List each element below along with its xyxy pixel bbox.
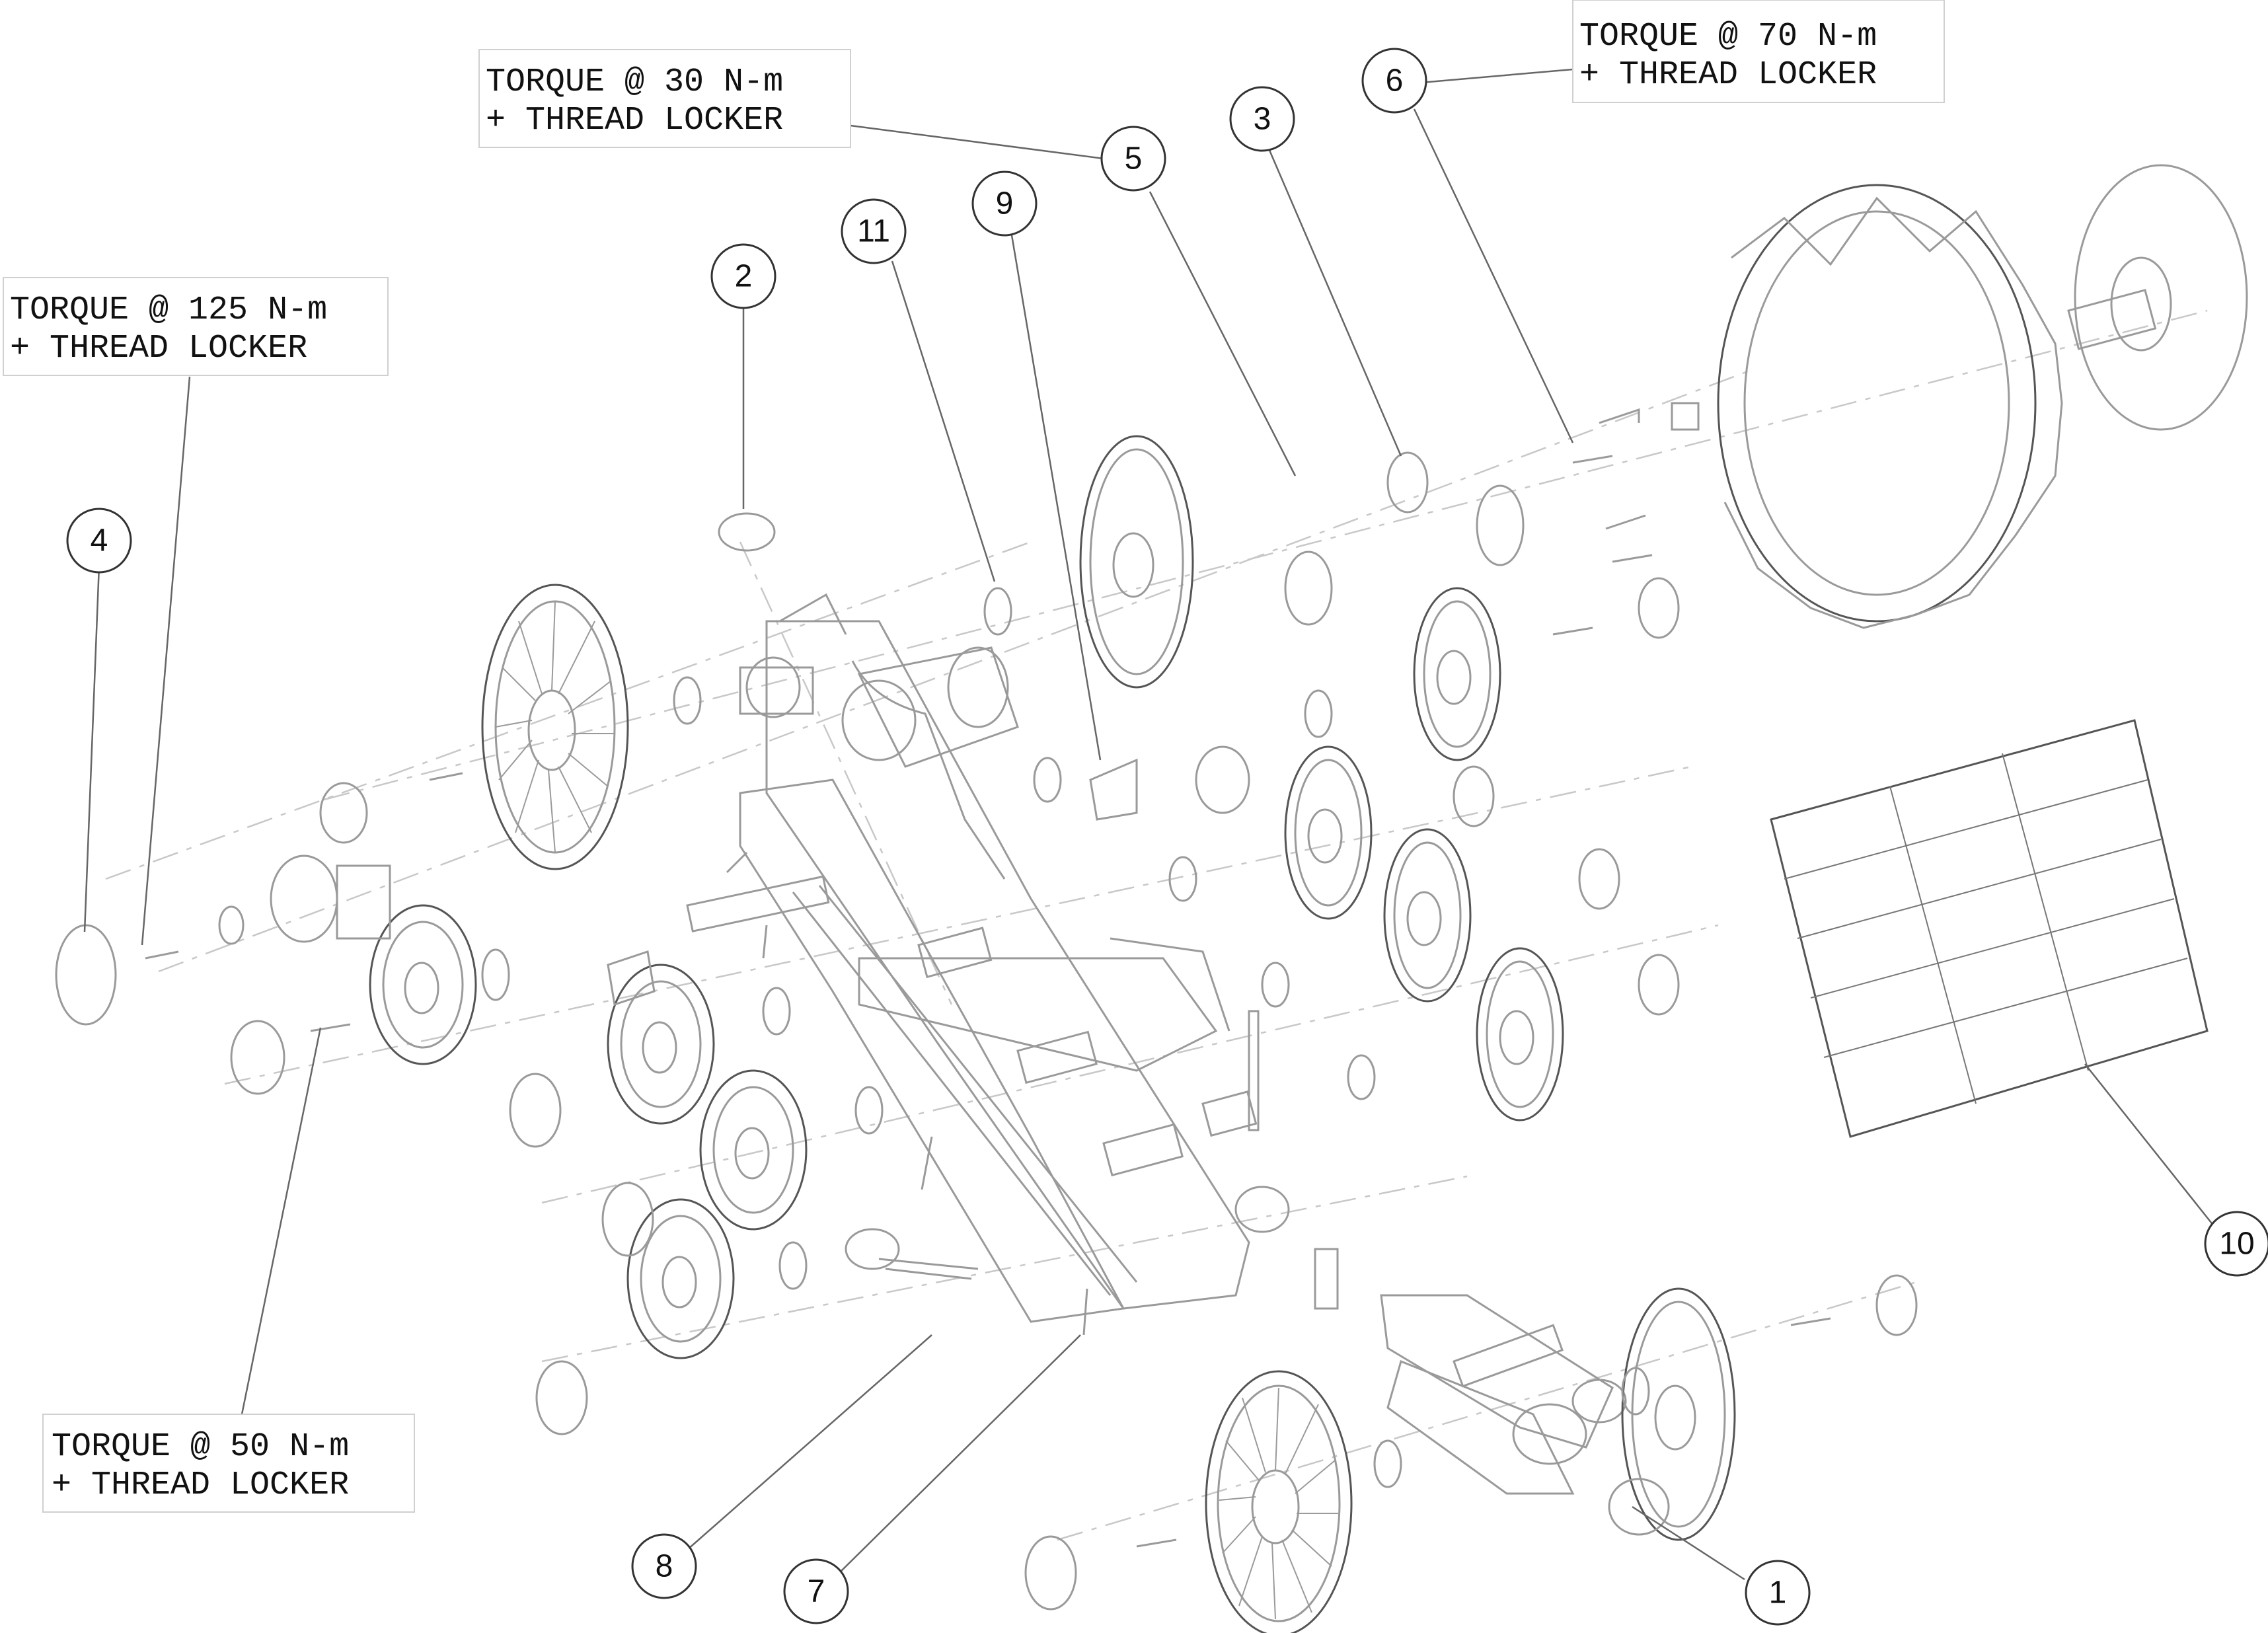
cross-shaft-housing xyxy=(686,646,1564,1388)
part-number: 11 xyxy=(857,214,890,249)
callout-line-2: + THREAD LOCKER xyxy=(10,330,307,367)
callout-line-2: + THREAD LOCKER xyxy=(486,102,783,139)
callout-box xyxy=(478,49,851,148)
callout-box xyxy=(3,277,389,376)
part-bubble-1: 1 xyxy=(1745,1560,1811,1626)
part-bubble-9: 9 xyxy=(971,171,1038,237)
explosion-axes xyxy=(105,309,2208,1541)
part-number: 5 xyxy=(1125,141,1143,176)
part-bubble-5: 5 xyxy=(1100,126,1166,192)
callout-line-1: TORQUE @ 30 N-m xyxy=(486,63,783,101)
callout-line-1: TORQUE @ 50 N-m xyxy=(52,1428,349,1466)
part-bubble-8: 8 xyxy=(631,1533,697,1599)
drive-sprocket xyxy=(1717,164,2248,629)
track-segment xyxy=(1770,719,2209,1138)
part-bubble-3: 3 xyxy=(1229,86,1295,152)
callout-torque-30: TORQUE @ 30 N-m + THREAD LOCKER xyxy=(478,49,851,148)
part-number: 9 xyxy=(996,186,1014,221)
part-number: 8 xyxy=(656,1549,673,1584)
part-number: 1 xyxy=(1769,1576,1787,1611)
part-number: 4 xyxy=(91,523,108,558)
idler-wheels xyxy=(369,435,1736,1633)
callout-box xyxy=(1572,0,1945,103)
callout-torque-125: TORQUE @ 125 N-m + THREAD LOCKER xyxy=(3,277,389,376)
hardware xyxy=(55,402,1918,1611)
callout-line-2: + THREAD LOCKER xyxy=(52,1466,349,1504)
callout-torque-50: TORQUE @ 50 N-m + THREAD LOCKER xyxy=(42,1414,415,1513)
part-number: 6 xyxy=(1386,63,1404,98)
part-bubble-4: 4 xyxy=(66,508,132,574)
callout-line-1: TORQUE @ 125 N-m xyxy=(10,291,327,329)
suspension-frame xyxy=(739,593,1250,1323)
callout-torque-70: TORQUE @ 70 N-m + THREAD LOCKER xyxy=(1572,0,1945,103)
part-number: 7 xyxy=(808,1574,825,1609)
part-bubble-10: 10 xyxy=(2204,1211,2268,1277)
part-number: 2 xyxy=(735,259,753,294)
part-number: 10 xyxy=(2219,1227,2254,1262)
callout-line-2: + THREAD LOCKER xyxy=(1579,56,1877,94)
part-number: 3 xyxy=(1254,102,1271,137)
callout-box xyxy=(42,1414,415,1513)
part-bubble-2: 2 xyxy=(710,243,776,309)
part-bubble-7: 7 xyxy=(783,1558,849,1624)
front-arm xyxy=(1314,1248,1627,1495)
part-bubble-11: 11 xyxy=(841,198,907,264)
leader-lines xyxy=(83,68,2214,1581)
part-bubble-6: 6 xyxy=(1361,48,1427,114)
callout-line-1: TORQUE @ 70 N-m xyxy=(1579,18,1877,56)
